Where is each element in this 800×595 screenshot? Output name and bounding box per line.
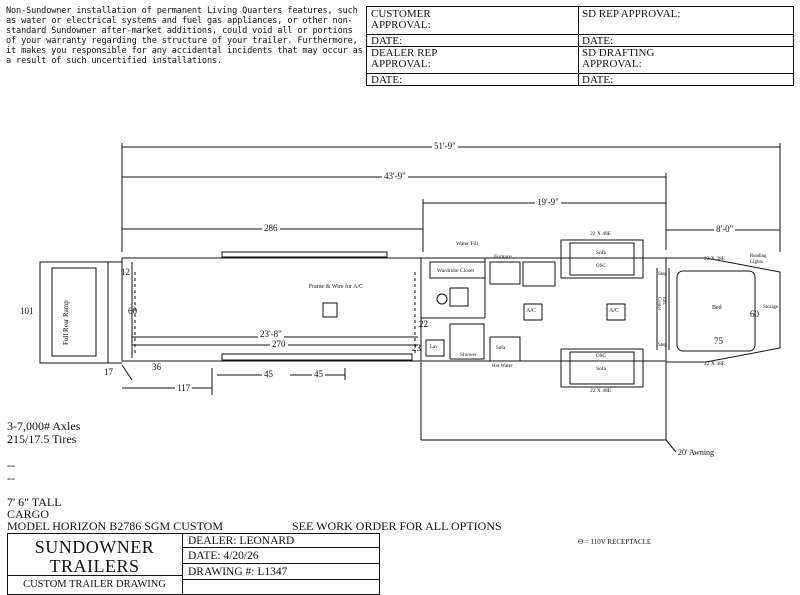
rear-ramp-label: Full Rear Ramp bbox=[62, 300, 70, 345]
dim-23: 23 bbox=[412, 343, 421, 353]
lav-label: Lav bbox=[430, 345, 438, 350]
awning-label: 20' Awning bbox=[678, 448, 715, 457]
sd-rep-approval-label: SD REP APPROVAL: bbox=[582, 8, 681, 20]
frame-wire-label: Frame & Wire for A/C bbox=[308, 284, 364, 290]
wardrobe-label: Wardrobe Closet bbox=[437, 268, 474, 274]
sink-box bbox=[522, 261, 556, 287]
drawing-number-field: DRAWING #: L1347 bbox=[188, 566, 288, 578]
sofa-top-label: Sofa bbox=[596, 250, 607, 256]
customer-date-label: DATE: bbox=[371, 35, 403, 47]
dim-width-left: 101 bbox=[20, 306, 34, 316]
ac-unit-2 bbox=[606, 303, 626, 321]
window-top-label: 22 X 48E bbox=[590, 231, 612, 237]
approval-divider-h bbox=[366, 46, 794, 47]
wardrobe-closet bbox=[429, 261, 486, 279]
dim-bottom-270: 270 bbox=[270, 339, 288, 349]
sd-drafting-date-label: DATE: bbox=[582, 74, 614, 86]
bottom-fender bbox=[221, 353, 413, 361]
dealer-rep-date-label: DATE: bbox=[371, 74, 403, 86]
nose-bed bbox=[676, 270, 756, 352]
dim-45a: 45 bbox=[262, 369, 275, 379]
dim-22: 22 bbox=[419, 319, 428, 329]
height-spec: 7' 6" TALL bbox=[7, 495, 62, 509]
ac-frame-box bbox=[322, 302, 338, 318]
approval-line-2 bbox=[366, 73, 794, 74]
shower-label: Shower bbox=[460, 352, 477, 358]
dealer-rep-approval-label: DEALER REP APPROVAL: bbox=[371, 47, 437, 70]
stove bbox=[449, 287, 469, 307]
sofa-bottom-label: Sofa bbox=[596, 366, 607, 372]
osc-label-1: OSC bbox=[596, 264, 606, 269]
ac-label-1: A/C bbox=[526, 308, 537, 314]
storage-label: Storage bbox=[763, 305, 779, 310]
dim-width-60: 60 bbox=[128, 306, 137, 316]
top-fender bbox=[221, 251, 388, 258]
sd-rep-date-label: DATE: bbox=[582, 35, 614, 47]
window-bottom-label: 22 X 48E bbox=[590, 388, 612, 394]
dim-17: 17 bbox=[104, 367, 113, 377]
approval-line-1 bbox=[366, 34, 794, 35]
dim-36: 36 bbox=[152, 362, 161, 372]
customer-approval-label: CUSTOMER APPROVAL: bbox=[371, 8, 431, 31]
dim-overall: 51'-9" bbox=[432, 141, 458, 151]
brand-line-1: SUNDOWNER bbox=[34, 537, 155, 557]
rear-ramp bbox=[39, 261, 109, 364]
lav-sink bbox=[425, 339, 445, 357]
furnace-box bbox=[489, 261, 521, 285]
step-label-2: Step bbox=[658, 343, 667, 348]
osc-label-2: OSC bbox=[596, 354, 606, 359]
step-label-1: Step bbox=[658, 272, 667, 277]
dim-interior: 23'-8" bbox=[258, 329, 284, 339]
date-field: DATE: 4/20/26 bbox=[188, 550, 259, 562]
dealer-field: DEALER: LEONARD bbox=[188, 535, 295, 547]
dim-box: 43'-9" bbox=[382, 171, 408, 181]
title-block-divider bbox=[182, 533, 183, 595]
dim-nose: 8'-0" bbox=[714, 224, 736, 234]
title-block-row-2 bbox=[182, 563, 380, 564]
hot-water-label: Hot Water bbox=[492, 364, 513, 369]
title-block-row-3 bbox=[182, 579, 380, 580]
model-spec: MODEL HORIZON B2786 SGM CUSTOM bbox=[7, 519, 224, 533]
dim-45b: 45 bbox=[312, 369, 325, 379]
title-block-row-1 bbox=[182, 547, 380, 548]
dim-117: 117 bbox=[175, 383, 193, 393]
nose-window-bottom-label: 22 X 38E bbox=[704, 361, 726, 367]
dash-line-2: -- bbox=[7, 471, 15, 485]
brand-line-2: TRAILERS bbox=[49, 556, 140, 576]
dim-lq: 19'-9" bbox=[535, 197, 561, 207]
axles-spec: 3-7,000# Axles bbox=[7, 419, 81, 433]
receptacle-legend: Θ = 110V RECEPTACLE bbox=[578, 538, 652, 546]
nose-window-top-label: 22 X 38E bbox=[704, 256, 726, 262]
water-fill-label: Water Fill bbox=[456, 241, 479, 247]
sofa-small bbox=[489, 336, 521, 362]
cargo-spec: CARGO bbox=[7, 507, 50, 521]
reading-lights-label: Reading Lights bbox=[750, 254, 767, 265]
title-block-row-left bbox=[7, 575, 182, 576]
slideout-top bbox=[560, 239, 644, 279]
bed-label: Bed bbox=[712, 305, 722, 311]
sd-drafting-approval-label: SD DRAFTING APPROVAL: bbox=[582, 47, 655, 70]
nose-body bbox=[666, 257, 781, 363]
shower bbox=[449, 323, 485, 360]
ac-unit-1 bbox=[523, 303, 543, 321]
furnace-label: Furnace bbox=[494, 254, 512, 260]
lq-body bbox=[420, 257, 667, 362]
sofa-small-label: Sofa bbox=[496, 346, 506, 351]
dim-12: 12 bbox=[121, 267, 130, 277]
dim-right-60: 60 bbox=[750, 309, 759, 319]
ac-label-2: A/C bbox=[609, 308, 620, 314]
warranty-disclaimer: Non-Sundowner installation of permanent … bbox=[6, 6, 363, 66]
drawing-subtitle: CUSTOM TRAILER DRAWING bbox=[23, 579, 166, 590]
dash-line-1: -- bbox=[7, 458, 15, 472]
dim-75: 75 bbox=[712, 336, 725, 346]
work-order-note: SEE WORK ORDER FOR ALL OPTIONS bbox=[292, 519, 502, 533]
tires-spec: 215/17.5 Tires bbox=[7, 432, 77, 446]
ent-center-label: Ent. Center bbox=[656, 297, 666, 311]
slideout-bottom bbox=[560, 348, 644, 388]
dim-top-length: 286 bbox=[262, 223, 280, 233]
